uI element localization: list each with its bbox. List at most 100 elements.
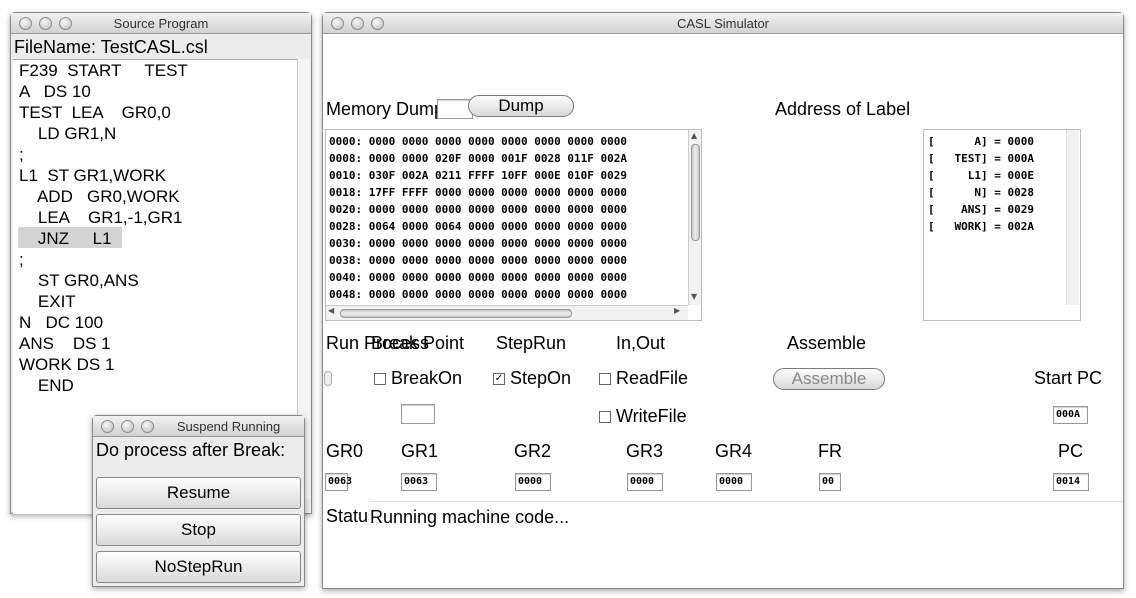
suspend-prompt: Do process after Break: xyxy=(96,440,286,460)
pc-field[interactable]: 0014 xyxy=(1053,473,1089,491)
readfile-label: ReadFile xyxy=(616,368,689,388)
label-entry: [ ANS] = 0029 xyxy=(928,203,1034,216)
labels-scrollbar[interactable] xyxy=(1066,130,1079,305)
source-line: ADD GR0,WORK xyxy=(19,187,180,206)
casl-simulator-window: CASL Simulator Memory Dump Dump Address … xyxy=(322,12,1124,589)
status-field: Running machine code... xyxy=(369,501,1123,528)
assemble-button[interactable]: Assemble xyxy=(773,368,885,390)
memory-horizontal-scrollbar[interactable]: ◀ ▶ xyxy=(326,305,688,320)
source-line: ; xyxy=(19,145,24,164)
label-entry: [ N] = 0028 xyxy=(928,186,1034,199)
memory-dump-label: Memory Dump xyxy=(326,99,445,119)
label-entry: [ WORK] = 002A xyxy=(928,220,1034,233)
memory-row: 0038: 0000 0000 0000 0000 0000 0000 0000… xyxy=(329,254,628,267)
zoom-icon[interactable] xyxy=(59,17,72,30)
gr0-label: GR0 xyxy=(326,441,364,461)
suspend-window-title: Suspend Running xyxy=(176,419,281,434)
close-icon[interactable] xyxy=(19,17,32,30)
dump-button[interactable]: Dump xyxy=(468,95,574,117)
resume-button[interactable]: Resume xyxy=(96,477,301,509)
source-line: EXIT xyxy=(19,292,76,311)
gr3-field[interactable]: 0000 xyxy=(627,473,663,491)
source-line: ST GR0,ANS xyxy=(19,271,139,290)
fr-label: FR xyxy=(818,441,842,461)
scroll-up-icon[interactable]: ▲ xyxy=(691,131,698,140)
close-icon[interactable] xyxy=(101,420,114,433)
break-address-input[interactable] xyxy=(401,404,435,424)
start-pc-label: Start PC xyxy=(1034,368,1103,388)
vertical-scrollbar[interactable] xyxy=(297,59,310,499)
stop-button[interactable]: Stop xyxy=(96,514,301,546)
filename-label: FileName: TestCASL.csl xyxy=(14,37,208,57)
scroll-h-thumb[interactable] xyxy=(340,309,572,318)
label-address-panel[interactable]: [ A] = 0000 [ TEST] = 000A [ L1] = 000E … xyxy=(923,129,1081,321)
source-line: ; xyxy=(19,250,24,269)
checkbox-icon[interactable] xyxy=(599,373,611,386)
source-line: L1 ST GR1,WORK xyxy=(19,166,167,185)
breakon-label: BreakOn xyxy=(391,368,463,388)
assemble-label: Assemble xyxy=(787,333,867,353)
memory-vertical-scrollbar[interactable]: ▲ ▼ xyxy=(688,130,701,305)
checkbox-icon[interactable] xyxy=(374,373,386,386)
source-line: F239 START TEST xyxy=(19,61,188,80)
suspend-running-window: Suspend Running Do process after Break: … xyxy=(92,415,305,587)
status-label: Status xyxy=(326,506,378,526)
source-titlebar[interactable]: Source Program xyxy=(11,13,311,34)
memory-row: 0048: 0000 0000 0000 0000 0000 0000 0000… xyxy=(329,288,628,301)
memory-row: 0010: 030F 002A 0211 FFFF 10FF 000E 010F… xyxy=(329,169,628,182)
break-point-label: Break Point xyxy=(371,333,465,353)
writefile-checkbox[interactable]: WriteFile xyxy=(599,406,687,427)
gr4-label: GR4 xyxy=(715,441,753,461)
gr4-field[interactable]: 0000 xyxy=(716,473,752,491)
zoom-icon[interactable] xyxy=(371,17,384,30)
scroll-thumb[interactable] xyxy=(691,144,700,241)
gr1-label: GR1 xyxy=(401,441,439,461)
scroll-left-icon[interactable]: ◀ xyxy=(328,306,335,315)
gr2-label: GR2 xyxy=(514,441,552,461)
minimize-icon[interactable] xyxy=(121,420,134,433)
minimize-icon[interactable] xyxy=(39,17,52,30)
run-slider-knob[interactable] xyxy=(324,371,332,386)
memory-dump-panel[interactable]: 0000: 0000 0000 0000 0000 0000 0000 0000… xyxy=(325,129,702,321)
status-text: Running machine code... xyxy=(370,507,570,527)
label-entry: [ L1] = 000E xyxy=(928,169,1034,182)
source-line: LEA GR1,-1,GR1 xyxy=(19,208,183,227)
writefile-label: WriteFile xyxy=(616,406,687,426)
checkbox-checked-icon[interactable]: ✓ xyxy=(493,373,505,386)
source-line: WORK DS 1 xyxy=(19,355,115,374)
breakon-checkbox[interactable]: BreakOn xyxy=(374,368,462,389)
zoom-icon[interactable] xyxy=(141,420,154,433)
gr0-field[interactable]: 0063 xyxy=(325,473,352,491)
fr-field[interactable]: 00 xyxy=(819,473,841,491)
scroll-down-icon[interactable]: ▼ xyxy=(691,292,698,301)
minimize-icon[interactable] xyxy=(351,17,364,30)
simulator-window-title: CASL Simulator xyxy=(677,16,769,31)
memory-row: 0020: 0000 0000 0000 0000 0000 0000 0000… xyxy=(329,203,628,216)
memory-row: 0018: 17FF FFFF 0000 0000 0000 0000 0000… xyxy=(329,186,628,199)
gr3-label: GR3 xyxy=(626,441,664,461)
label-entry: [ TEST] = 000A xyxy=(928,152,1034,165)
simulator-titlebar[interactable]: CASL Simulator xyxy=(323,13,1123,34)
run-process-label: Run Process xyxy=(326,333,430,353)
source-line: N DC 100 xyxy=(19,313,104,332)
address-of-label-heading: Address of Label xyxy=(775,99,911,119)
memory-row: 0030: 0000 0000 0000 0000 0000 0000 0000… xyxy=(329,237,628,250)
stepon-checkbox[interactable]: ✓ StepOn xyxy=(493,368,571,389)
source-line: A DS 10 xyxy=(19,82,91,101)
memory-row: 0000: 0000 0000 0000 0000 0000 0000 0000… xyxy=(329,135,628,148)
in-out-label: In,Out xyxy=(616,333,666,353)
gr2-field[interactable]: 0000 xyxy=(515,473,551,491)
start-pc-field[interactable]: 000A xyxy=(1053,406,1088,424)
readfile-checkbox[interactable]: ReadFile xyxy=(599,368,688,389)
source-window-title: Source Program xyxy=(113,16,209,31)
nostep-run-button[interactable]: NoStepRun xyxy=(96,551,301,583)
source-line: TEST LEA GR0,0 xyxy=(19,103,171,122)
close-icon[interactable] xyxy=(331,17,344,30)
current-line-highlight xyxy=(18,227,122,248)
source-line: ANS DS 1 xyxy=(19,334,111,353)
stepon-label: StepOn xyxy=(510,368,572,388)
checkbox-icon[interactable] xyxy=(599,411,611,424)
scroll-right-icon[interactable]: ▶ xyxy=(674,306,681,315)
gr1-field[interactable]: 0063 xyxy=(401,473,437,491)
suspend-titlebar[interactable]: Suspend Running xyxy=(93,416,304,437)
